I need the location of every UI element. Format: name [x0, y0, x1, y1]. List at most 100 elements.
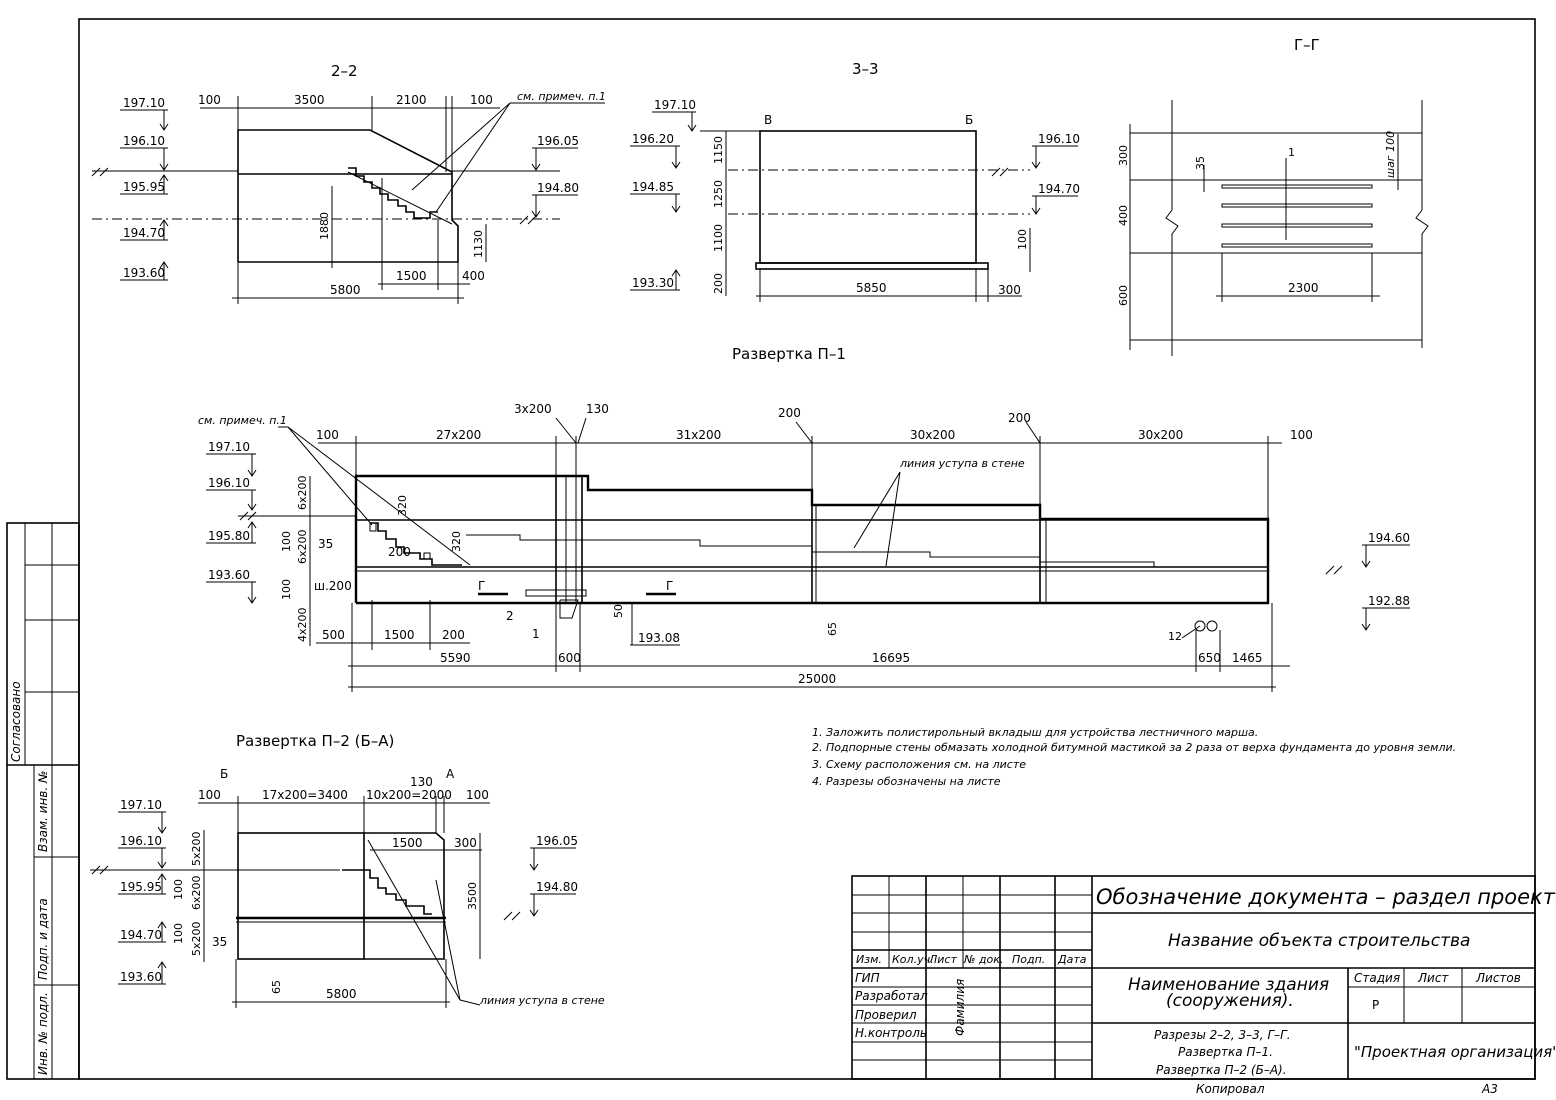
tb-role-gip: ГИП: [855, 971, 880, 985]
sgg-dim-400: 400: [1117, 205, 1130, 226]
p1-elev-r1: 194.60: [1368, 531, 1410, 545]
section-2-2-title: 2–2: [331, 62, 358, 80]
s22-elev-3: 195.95: [123, 180, 165, 194]
sgg-step: шаг 100: [1384, 131, 1397, 178]
tb-role-developed: Разработал: [855, 989, 928, 1003]
s22-dim-2100: 2100: [396, 93, 427, 107]
section-3-3: 3–3 В Б 197.10 196.20 194.85 193.30 1150…: [630, 60, 1080, 302]
tb-sheet-header: Лист: [1417, 971, 1449, 985]
s33-axis-b: Б: [965, 113, 973, 127]
p2-elev-3: 195.95: [120, 880, 162, 894]
s22-dim-100a: 100: [198, 93, 221, 107]
p1-dim-l3: 6х200: [296, 529, 309, 564]
sign-date-label: Подп. и дата: [36, 898, 50, 980]
p1-dim-top-27x200: 27х200: [436, 428, 481, 442]
p1-dim-top-3x200: 3х200: [514, 402, 552, 416]
tb-stage-value: Р: [1372, 998, 1379, 1012]
p2-misc-65: 65: [270, 980, 283, 994]
s33-elev-r1: 196.10: [1038, 132, 1080, 146]
p1-misc-12: 12: [1168, 630, 1182, 643]
p2-axis-a: А: [446, 767, 455, 781]
tb-sheet-title-1: Разрезы 2–2, 3–3, Г–Г.: [1154, 1028, 1291, 1042]
p1-dim-top-130: 130: [586, 402, 609, 416]
p1-dim-top-200b: 200: [1008, 411, 1031, 425]
s33-elev-4: 193.30: [632, 276, 674, 290]
p2-dim-1500: 1500: [392, 836, 423, 850]
tb-header-kolich: Кол.уч.: [892, 953, 934, 966]
tb-stage-header: Стадия: [1354, 971, 1400, 985]
p2-dim-v1: 5х200: [190, 831, 203, 866]
p2-dim-10x200: 10х200=2000: [366, 788, 452, 802]
tb-doc-designation: Обозначение документа – раздел проекта: [1096, 885, 1556, 909]
p2-elev-5: 193.60: [120, 970, 162, 984]
s33-dim-100: 100: [1016, 229, 1029, 250]
tb-header-ndok: № док.: [963, 953, 1003, 966]
p2-dim-5800: 5800: [326, 987, 357, 1001]
s22-dim-3500: 3500: [294, 93, 325, 107]
s22-elevations-left: 197.10 196.10 195.95 194.70 193.60: [120, 96, 169, 281]
p1-dim-b-16695: 16695: [872, 651, 910, 665]
p2-dim-3500: 3500: [466, 882, 479, 910]
agreed-label: Согласовано: [9, 681, 23, 762]
p2-elev-r2: 194.80: [536, 880, 578, 894]
p1-misc-2: 2: [506, 609, 514, 623]
section-2-2: 2–2 см. примеч. п.1 100 3500 2100 100 19…: [92, 62, 606, 304]
p1-dim-total: 25000: [798, 672, 836, 686]
p1-dim-b-600: 600: [558, 651, 581, 665]
p1-dim-b-650: 650: [1198, 651, 1221, 665]
p1-misc-320a: 320: [396, 495, 409, 516]
tb-sheet-title-3: Развертка П–2 (Б–А).: [1156, 1063, 1287, 1077]
sgg-dim-600: 600: [1117, 285, 1130, 306]
p1-dim-top-100a: 100: [316, 428, 339, 442]
p2-dim-v3: 6х200: [190, 875, 203, 910]
title-block: Изм. Кол.уч. Лист № док. Подп. Дата ГИП …: [851, 875, 1556, 1096]
note-2: 2. Подпорные стены обмазать холодной бит…: [812, 741, 1456, 754]
p1-elev-mid: 193.08: [638, 631, 680, 645]
s33-elev-2: 196.20: [632, 132, 674, 146]
note-3: 3. Схему расположения см. на листе: [812, 758, 1026, 771]
general-notes: 1. Заложить полистирольный вкладыш для у…: [812, 726, 1456, 788]
p1-ledge: линия уступа в стене: [899, 457, 1025, 470]
p2-axis-b: Б: [220, 767, 228, 781]
s33-dim-1100: 1100: [712, 224, 725, 252]
note-4: 4. Разрезы обозначены на листе: [812, 775, 1001, 788]
section-g-g: Г–Г 300 400 600 35 1 шаг 100 2300: [1117, 36, 1429, 356]
s22-elevations-right: 196.05 194.80: [531, 134, 579, 218]
p1-section-mark-left: Г: [478, 579, 485, 593]
section-3-3-title: 3–3: [852, 60, 879, 78]
p1-dim-b-1500: 1500: [384, 628, 415, 642]
p1-dim-l4: 100: [280, 579, 293, 600]
note-1: 1. Заложить полистирольный вкладыш для у…: [812, 726, 1258, 739]
p2-ledge: линия уступа в стене: [479, 994, 605, 1007]
p1-elevations-right: 194.60 192.88: [1361, 531, 1410, 631]
s33-dim-200: 200: [712, 273, 725, 294]
s22-elev-5: 193.60: [123, 266, 165, 280]
p1-elevations-left: 197.10 196.10 195.80 193.60: [206, 440, 356, 604]
tb-building-name-2: (сооружения).: [1166, 991, 1294, 1011]
ground-hatching: [91, 167, 1343, 921]
p1-misc-35: 35: [318, 537, 333, 551]
s33-dim-300: 300: [998, 283, 1021, 297]
p2-dim-v2: 100: [172, 879, 185, 900]
sgg-label-1: 1: [1288, 146, 1295, 159]
tb-header-podp: Подп.: [1012, 953, 1045, 966]
s22-elev-1: 197.10: [123, 96, 165, 110]
p1-dim-l2: 100: [280, 531, 293, 552]
p1-misc-320b: 320: [450, 531, 463, 552]
p2-dim-v4: 100: [172, 923, 185, 944]
sgg-dim-300: 300: [1117, 145, 1130, 166]
p2-elev-r1: 196.05: [536, 834, 578, 848]
sgg-dim-35: 35: [1194, 156, 1207, 170]
tb-object-name: Название объекта строительства: [1168, 931, 1470, 951]
tb-format: А3: [1481, 1082, 1498, 1096]
s22-elev-r2: 194.80: [537, 181, 579, 195]
p1-dim-b-500: 500: [322, 628, 345, 642]
tb-sheet-title-2: Развертка П–1.: [1178, 1045, 1273, 1059]
p1-elev-3: 195.80: [208, 529, 250, 543]
p2-title: Развертка П–2 (Б–А): [236, 732, 394, 750]
p2-dim-130: 130: [410, 775, 433, 789]
s33-dim-1150: 1150: [712, 136, 725, 164]
s22-elev-4: 194.70: [123, 226, 165, 240]
pipe-symbol-1: [1194, 620, 1206, 632]
tb-header-izm: Изм.: [856, 953, 882, 966]
